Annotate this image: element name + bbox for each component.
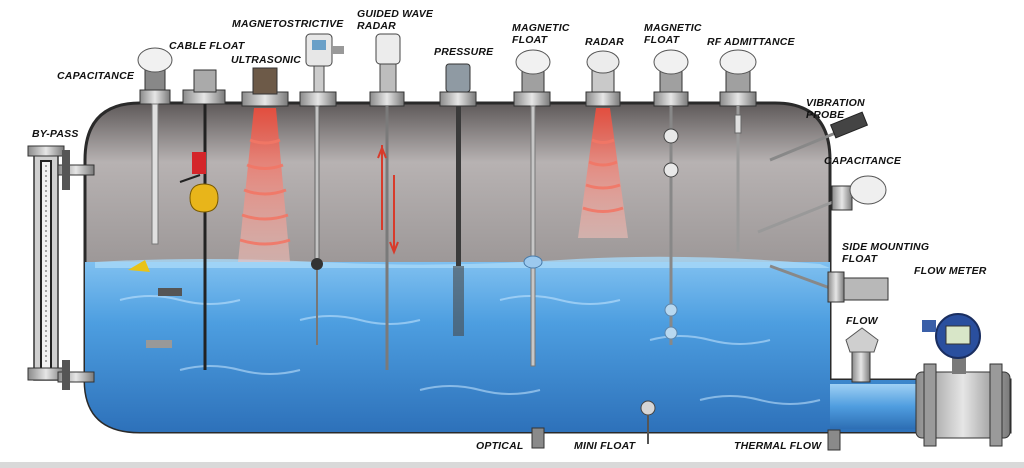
magnetic-float-sensor-2	[653, 49, 689, 345]
label-guided-wave-radar-line1: GUIDED WAVE	[357, 8, 434, 20]
label-cable-float: CABLE FLOAT	[169, 40, 245, 52]
label-magnetic-float-2: MAGNETIC FLOAT	[644, 22, 702, 46]
label-magnetostrictive: MAGNETOSTRICTIVE	[232, 18, 344, 30]
label-ultrasonic: ULTRASONIC	[231, 54, 302, 66]
label-side-mounting-float-line2: FLOAT	[842, 253, 878, 265]
pressure-sensor	[439, 63, 477, 336]
side-mounting-float-sensor	[769, 264, 889, 303]
label-side-mounting-float: SIDE MOUNTING FLOAT	[842, 241, 929, 265]
label-vibration-probe-line2: PROBE	[806, 109, 845, 121]
bottom-strip	[0, 462, 1024, 468]
left-floats	[128, 260, 182, 348]
label-flow-meter: FLOW METER	[914, 265, 987, 277]
label-magnetic-float-1-line1: MAGNETIC	[512, 22, 570, 34]
cable-float-sensor	[179, 69, 226, 370]
bypass-gauge	[27, 145, 95, 390]
label-magnetic-float-1-line2: FLOAT	[512, 34, 548, 46]
magnetostrictive-sensor	[299, 33, 344, 345]
label-pressure: PRESSURE	[434, 46, 494, 58]
label-vibration-probe: VIBRATION PROBE	[806, 97, 865, 121]
radar-sensor	[578, 50, 628, 238]
vibration-probe-sensor	[769, 111, 869, 162]
flow-sensor	[845, 327, 879, 383]
rf-admittance-sensor	[719, 49, 757, 252]
label-mini-float: MINI FLOAT	[574, 440, 636, 452]
flow-meter-device	[915, 313, 1011, 447]
label-capacitance-top: CAPACITANCE	[57, 70, 135, 82]
label-capacitance-side: CAPACITANCE	[824, 155, 902, 167]
label-magnetic-float-2-line2: FLOAT	[644, 34, 680, 46]
label-guided-wave-radar-line2: RADAR	[357, 20, 396, 32]
label-magnetic-float-2-line1: MAGNETIC	[644, 22, 702, 34]
magnetic-float-sensor-1	[513, 49, 551, 367]
label-radar: RADAR	[585, 36, 624, 48]
label-rf-admittance: RF ADMITTANCE	[707, 36, 795, 48]
label-side-mounting-float-line1: SIDE MOUNTING	[842, 241, 930, 253]
side-capacitance-sensor	[757, 175, 887, 234]
label-flow: FLOW	[846, 315, 878, 327]
ultrasonic-sensor	[238, 67, 291, 262]
bottom-sensors	[531, 400, 841, 451]
label-optical: OPTICAL	[476, 440, 524, 452]
label-magnetic-float-1: MAGNETIC FLOAT	[512, 22, 570, 46]
guided-wave-radar-sensor	[369, 33, 405, 370]
label-vibration-probe-line1: VIBRATION	[806, 97, 865, 109]
label-guided-wave-radar: GUIDED WAVE RADAR	[357, 8, 433, 32]
label-thermal-flow: THERMAL FLOW	[734, 440, 822, 452]
capacitance-sensor	[137, 47, 173, 245]
label-by-pass: BY-PASS	[32, 128, 79, 140]
